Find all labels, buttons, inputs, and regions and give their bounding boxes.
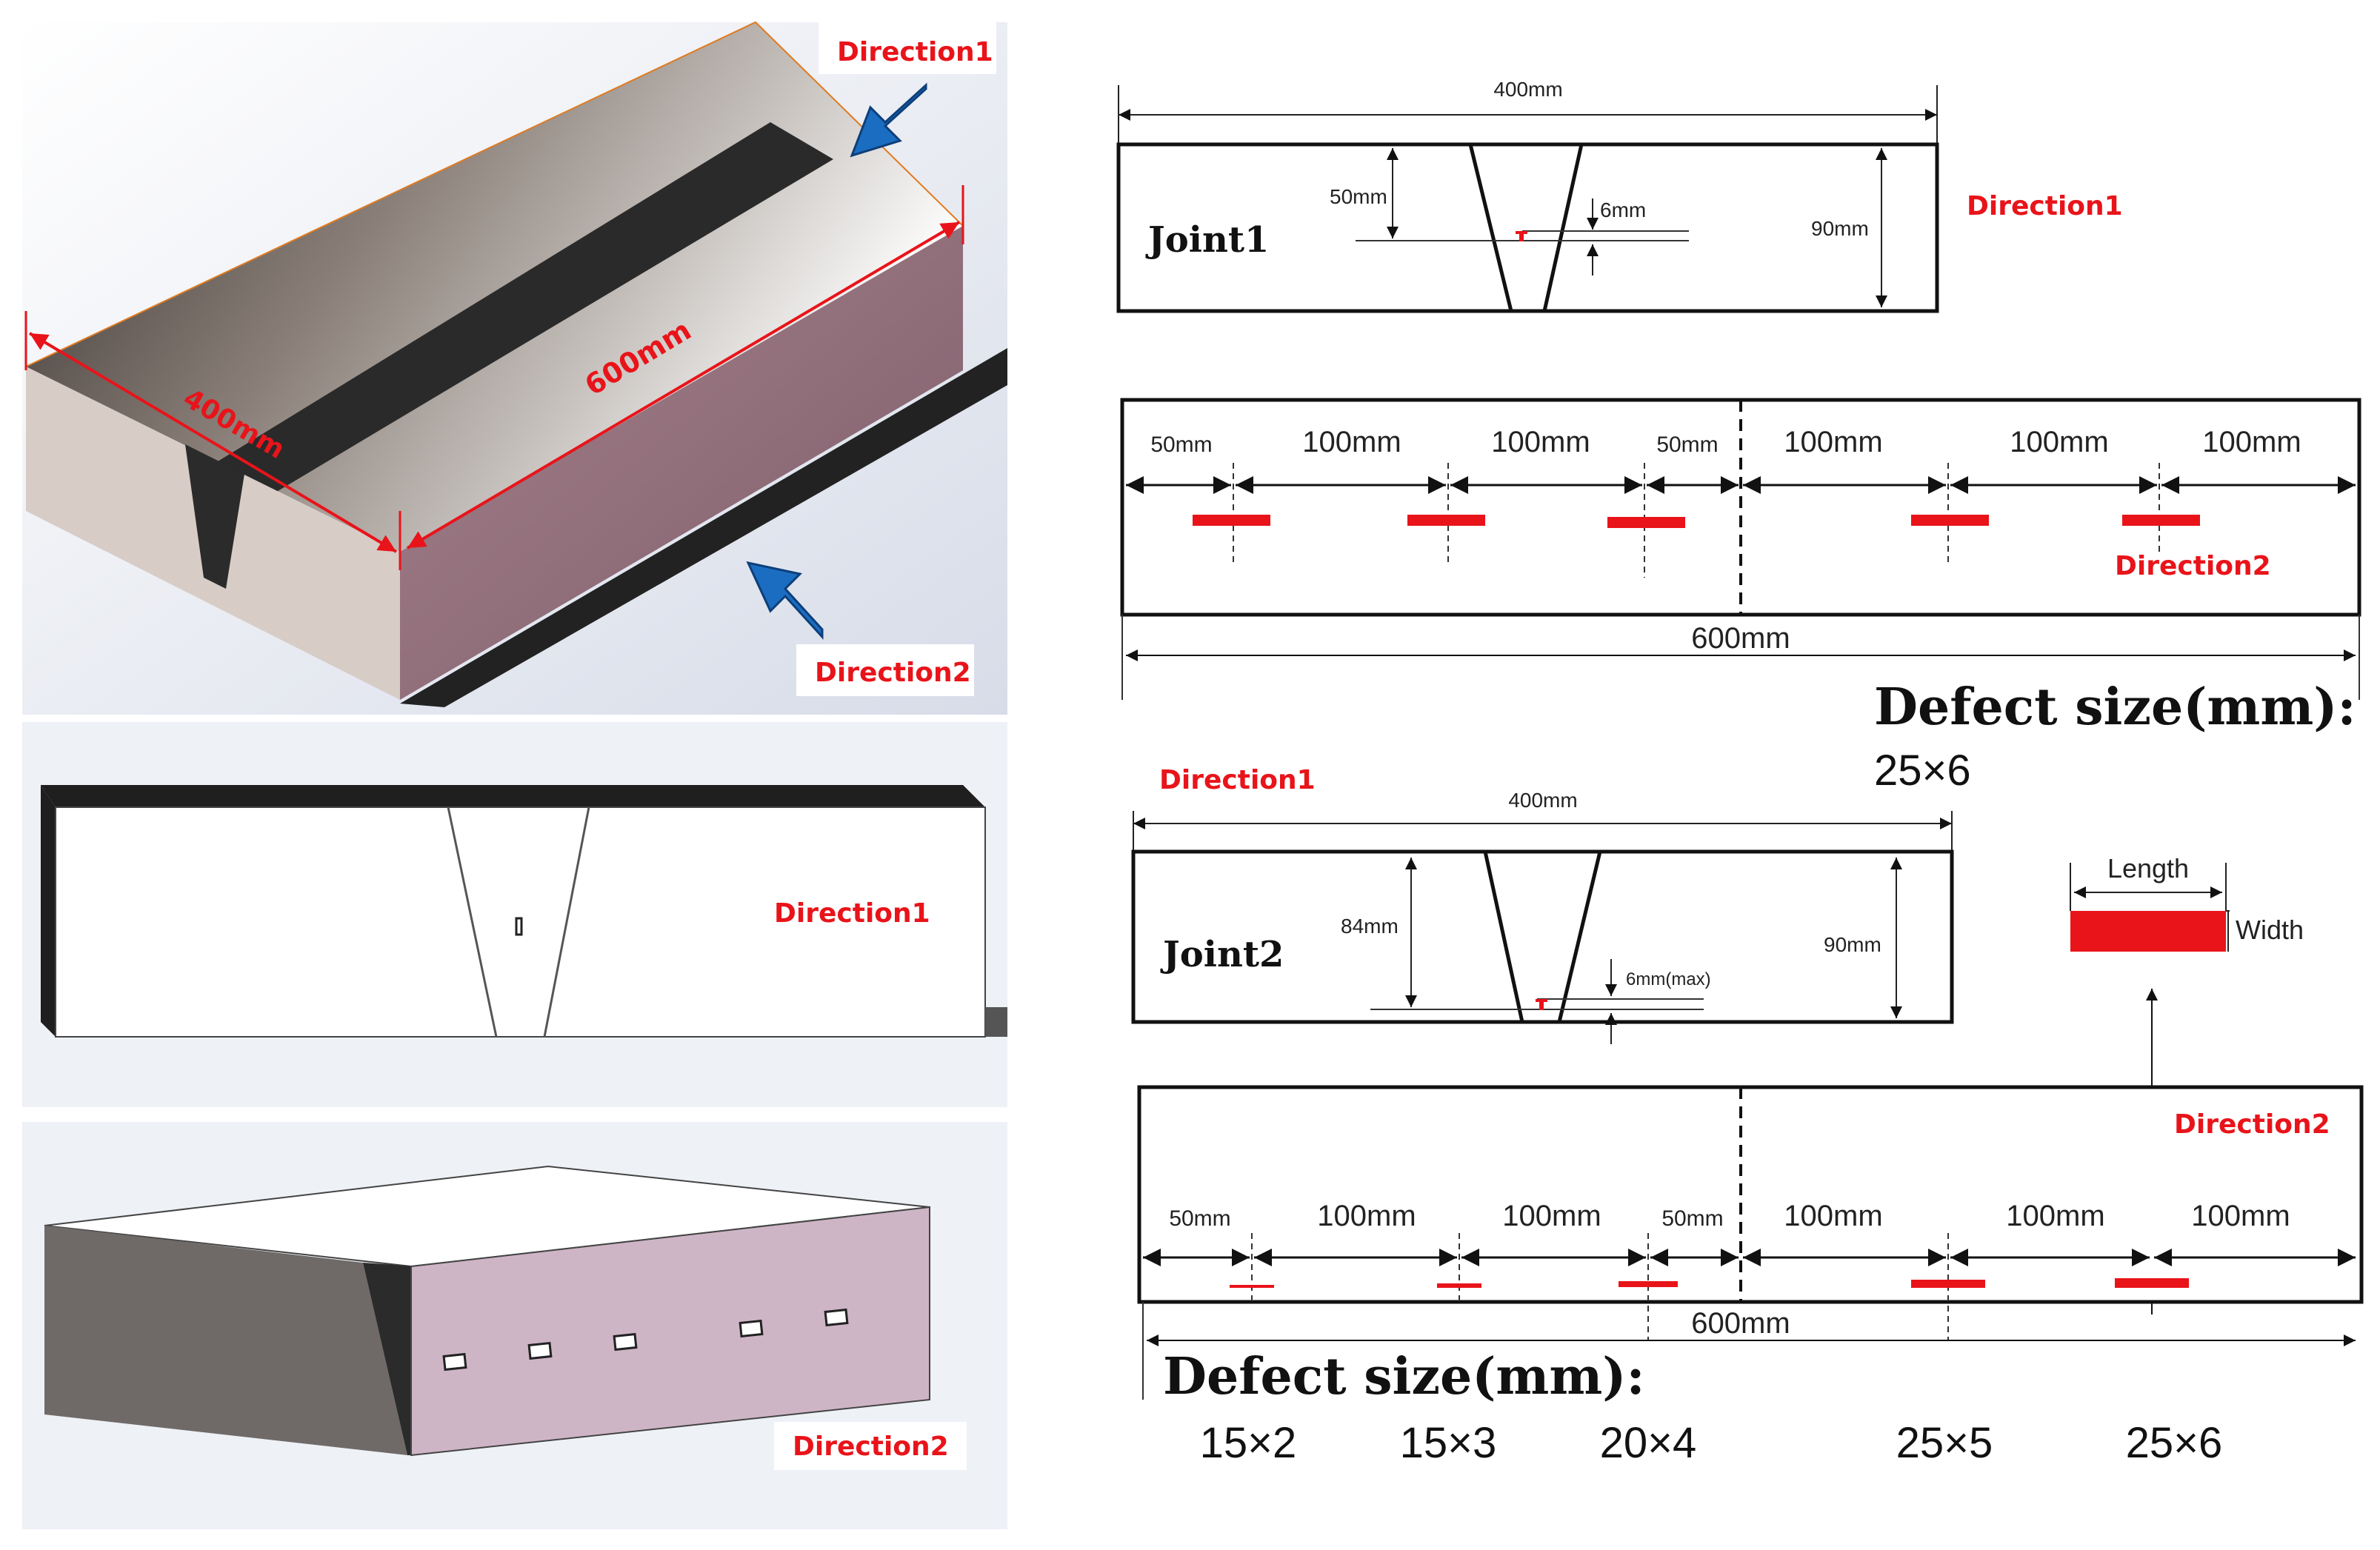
strip1-defect-2 — [1407, 515, 1485, 526]
defect-size-legend: Length Width — [2070, 853, 2304, 1315]
strip1-defect-3 — [1607, 517, 1685, 528]
joint1-plate — [1116, 142, 1939, 313]
strip2-seg-7: 100mm — [2191, 1200, 2290, 1232]
strip2-defect-size-3: 20×4 — [1600, 1419, 1697, 1467]
strip1-defect-heading: Defect size(mm): — [1874, 678, 2356, 737]
strip2-direction-label: Direction2 — [2174, 1109, 2330, 1140]
strip1-section: 50mm 100mm 100mm 50mm 100mm 100mm 100mm … — [1120, 398, 2361, 795]
side-defect-2 — [527, 1341, 553, 1360]
strip1-seg-3: 100mm — [1491, 426, 1590, 458]
strip2-seg-5: 100mm — [1784, 1200, 1882, 1232]
strip2-seg-4: 50mm — [1661, 1206, 1723, 1231]
joint2-width-label: 400mm — [1508, 789, 1577, 812]
front-defect-mark — [515, 917, 523, 936]
direction1-label-3d: Direction1 — [837, 37, 993, 67]
strip2-defect-4 — [1911, 1280, 1985, 1288]
strip2-defect-3 — [1619, 1281, 1678, 1287]
joint1-title: Joint1 — [1145, 219, 1269, 261]
joint1-thickness-label: 90mm — [1811, 217, 1869, 240]
strip2-defect-heading: Defect size(mm): — [1163, 1347, 1645, 1406]
side-left-face — [44, 1226, 407, 1455]
panel-side-view: Direction2 — [22, 1122, 1007, 1529]
strip2-seg-1: 50mm — [1169, 1206, 1230, 1231]
strip2-defect-2 — [1437, 1283, 1481, 1288]
legend-width-label: Width — [2236, 915, 2304, 945]
joint1-width-label: 400mm — [1493, 78, 1562, 101]
joint1-defect-height-label: 6mm — [1600, 198, 1646, 221]
side-defect-marks — [442, 1308, 849, 1372]
panel-front-view: Direction1 — [22, 722, 1007, 1107]
joint2-depth-label: 84mm — [1341, 915, 1399, 938]
arrow-icon-direction2 — [746, 561, 824, 640]
side-right-face — [410, 1206, 930, 1457]
strip1-seg-5: 100mm — [1784, 426, 1882, 458]
joint2-defect-height-label: 6mm(max) — [1626, 969, 1711, 989]
strip2-defect-size-5: 25×6 — [2126, 1419, 2223, 1467]
strip1-seg-7: 100mm — [2202, 426, 2301, 458]
joint1-defect-mark — [1519, 231, 1524, 241]
joint2-defect-mark — [1539, 999, 1544, 1010]
side-defect-3 — [613, 1332, 638, 1352]
joint2-title: Joint2 — [1160, 934, 1284, 975]
strip1-seg-4: 50mm — [1656, 432, 1718, 457]
dim-line-400 — [28, 332, 398, 553]
joint2-thickness-label: 90mm — [1824, 933, 1881, 956]
strip1-direction-label: Direction2 — [2115, 551, 2271, 581]
strip2-seg-2: 100mm — [1317, 1200, 1416, 1232]
strip2-defect-1 — [1230, 1285, 1274, 1288]
strip1-defect-size: 25×6 — [1874, 746, 1971, 795]
strip2-defect-5 — [2115, 1278, 2189, 1288]
strip1-seg-6: 100mm — [2010, 426, 2108, 458]
arrow-icon-direction1 — [850, 82, 927, 158]
strip1-defect-4 — [1911, 515, 1989, 526]
joint2-direction-label: Direction1 — [1159, 765, 1316, 795]
side-defect-1 — [442, 1352, 467, 1372]
strip2-section: Direction2 50mm 100mm 100mm 50mm 100mm 1… — [1137, 1085, 2364, 1467]
strip1-defect-1 — [1193, 515, 1270, 526]
strip2-seg-3: 100mm — [1502, 1200, 1601, 1232]
joint2-section: Direction1 400mm 84mm 6mm(max) 90mm Join… — [1131, 765, 1954, 1044]
front-top-edge — [41, 785, 985, 807]
strip1-seg-2: 100mm — [1302, 426, 1401, 458]
legend-defect-rect — [2070, 911, 2226, 952]
joint2-plate — [1131, 849, 1954, 1024]
joint1-depth-label: 50mm — [1330, 185, 1387, 208]
strip2-defect-size-2: 15×3 — [1400, 1419, 1497, 1467]
joint1-direction-label: Direction1 — [1967, 191, 2123, 221]
strip1-defect-5 — [2122, 515, 2200, 526]
side-defect-5 — [824, 1308, 849, 1327]
joint1-section: 400mm 50mm 6mm 90mm Joint1 Direction1 — [1116, 78, 2123, 313]
strip2-total-label: 600mm — [1691, 1307, 1790, 1340]
direction2-label-side: Direction2 — [793, 1432, 949, 1462]
direction2-label-3d: Direction2 — [815, 658, 971, 688]
strip2-defect-size-1: 15×2 — [1200, 1419, 1297, 1467]
strip2-seg-6: 100mm — [2006, 1200, 2104, 1232]
direction1-label-front: Direction1 — [774, 898, 930, 929]
strip1-seg-1: 50mm — [1150, 432, 1212, 457]
legend-length-label: Length — [2107, 853, 2189, 883]
panel-3d-view: 400mm 600mm Direction1 Direction2 — [22, 21, 1007, 715]
strip1-total-label: 600mm — [1691, 622, 1790, 655]
side-defect-4 — [739, 1319, 764, 1338]
strip2-defect-size-4: 25×5 — [1896, 1419, 1993, 1467]
dim-line-600 — [406, 221, 961, 549]
